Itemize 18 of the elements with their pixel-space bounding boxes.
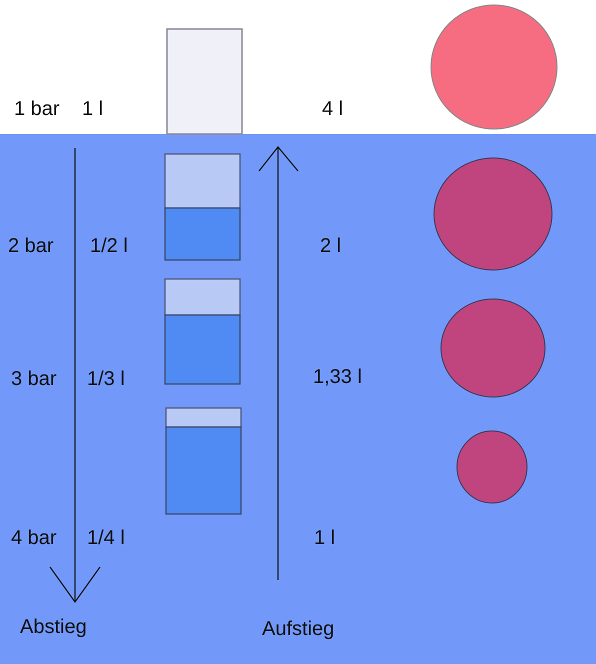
volume-label: 1 l <box>314 528 336 548</box>
pressure-label: 1 bar <box>14 99 60 119</box>
balloon <box>434 158 552 270</box>
volume-label: 2 l <box>320 236 342 256</box>
pressure-label: 2 bar <box>8 236 54 256</box>
direction-label: Aufstieg <box>262 619 334 639</box>
volume-label: 1 l <box>82 99 104 119</box>
volume-label: 1/4 l <box>87 528 125 548</box>
volume-label: 1,33 l <box>313 367 362 387</box>
pressure-label: 4 bar <box>11 528 57 548</box>
direction-label: Abstieg <box>20 617 87 637</box>
pressure-label: 3 bar <box>11 369 57 389</box>
balloon <box>440 298 546 398</box>
volume-label: 4 l <box>322 99 344 119</box>
balloon <box>430 4 558 130</box>
balloon <box>456 430 528 504</box>
volume-label: 1/3 l <box>87 369 125 389</box>
volume-label: 1/2 l <box>90 236 128 256</box>
